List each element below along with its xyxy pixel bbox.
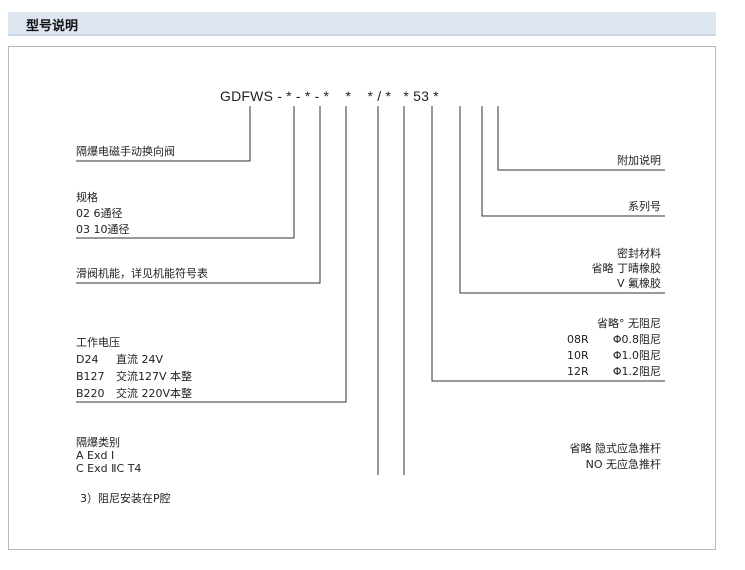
leader-function [76,106,321,284]
diagram-frame [8,46,716,550]
spec-option-02: 02 6通径 [76,207,123,220]
damper-desc-08r: Φ0.8阻尼 [612,333,661,346]
explosion-class-a: A Exd Ⅰ [76,449,115,462]
spec-title: 规格 [76,191,98,204]
function-label: 滑阀机能，详见机能符号表 [76,267,208,280]
voltage-title: 工作电压 [76,336,120,349]
leader-valve-name [76,106,251,162]
voltage-desc-b127: 交流127V 本整 [116,370,193,383]
section-header: 型号说明 [8,12,716,36]
damper-code-10r: 10R [567,349,589,362]
damper-desc-10r: Φ1.0阻尼 [612,349,661,362]
voltage-desc-d24: 直流 24V [116,353,164,366]
leader-damper [431,106,665,382]
leader-seal [459,106,665,294]
model-code: GDFWS - * - * - * * * / * * 53 * [220,88,439,104]
extra-label: 附加说明 [617,154,661,167]
leader-series [481,106,665,217]
damper-desc-12r: Φ1.2阻尼 [612,365,661,378]
voltage-code-b127: B127 [76,370,105,383]
series-label: 系列号 [628,200,661,213]
explosion-title: 隔爆类别 [76,436,120,449]
damping-note: 3）阻尼安装在P腔 [80,492,171,505]
damper-code-12r: 12R [567,365,589,378]
explosion-class-c: C Exd ⅡC T4 [76,462,142,475]
voltage-code-b220: B220 [76,387,105,400]
leader-extra [497,106,665,171]
damper-code-08r: 08R [567,333,589,346]
seal-option-v: V 氟橡胶 [616,277,661,290]
spec-option-03: 03 10通径 [76,223,130,236]
leader-spec [76,106,295,239]
damper-option-none: 省略° 无阻尼 [597,317,661,330]
seal-title: 密封材料 [617,247,661,260]
leader-voltage [76,106,347,403]
valve-name-label: 隔爆电磁手动换向阀 [76,145,175,158]
voltage-code-d24: D24 [76,353,99,366]
emergency-option-default: 省略 隐式应急推杆 [569,442,662,455]
seal-option-default: 省略 丁晴橡胶 [591,262,662,275]
section-title: 型号说明 [26,19,79,34]
emergency-option-no: NO 无应急推杆 [585,458,661,471]
voltage-desc-b220: 交流 220V本整 [116,387,193,400]
